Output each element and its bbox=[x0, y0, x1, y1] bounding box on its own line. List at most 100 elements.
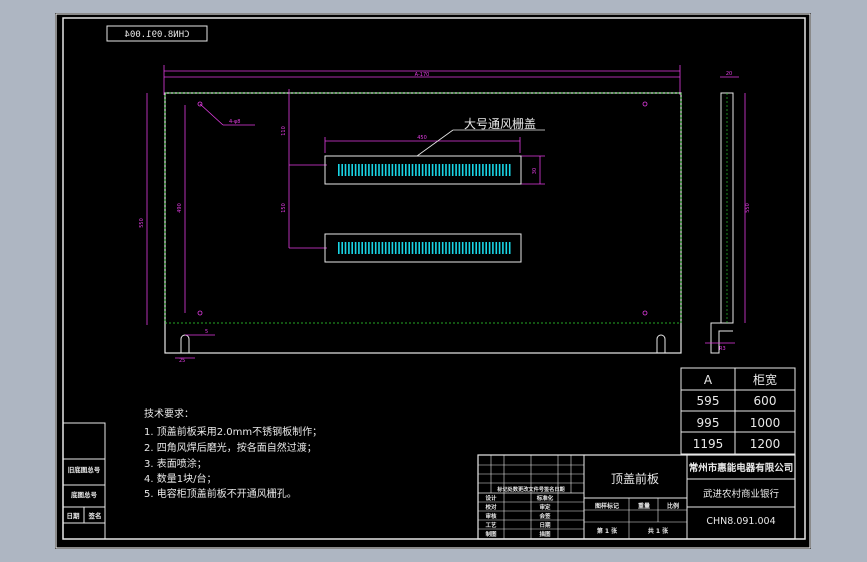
role2: 描图 bbox=[539, 530, 551, 538]
louvre-slat bbox=[488, 242, 491, 254]
slot-right bbox=[656, 334, 666, 353]
louvre-slat bbox=[455, 242, 457, 254]
louvre-slat bbox=[338, 164, 340, 176]
louvre-slat bbox=[445, 164, 447, 176]
dim-vent-width: 450 bbox=[417, 135, 427, 141]
louvre-slat bbox=[502, 164, 504, 176]
inner-frame bbox=[62, 17, 806, 540]
size-header-width: 柜宽 bbox=[753, 372, 777, 387]
side-view: 20 550 R3 bbox=[705, 71, 751, 354]
louvre-slat bbox=[348, 242, 350, 254]
louvre-slat bbox=[391, 242, 394, 254]
outer-frame bbox=[55, 13, 811, 549]
louvre-slat bbox=[458, 242, 461, 254]
dim-left-height: 550 bbox=[139, 218, 145, 228]
size-cell: 1200 bbox=[750, 437, 781, 451]
drawing-code: CHN8.091.004 bbox=[706, 516, 775, 527]
louvre-slat bbox=[508, 242, 511, 254]
sheet-label: 第 1 张 bbox=[596, 527, 618, 535]
dim-bottom-r: R3 bbox=[719, 346, 726, 352]
louvre-slat bbox=[388, 242, 390, 254]
louvre-slat bbox=[431, 242, 434, 254]
tech-requirements: 技术要求： 1. 顶盖前板采用2.0mm不锈钢板制作； 2. 四角风焊后磨光，按… bbox=[144, 407, 322, 500]
bend-line bbox=[164, 92, 682, 324]
louvre-slat bbox=[394, 242, 397, 254]
scale-label: 比例 bbox=[667, 502, 679, 510]
louvre-slat bbox=[482, 164, 484, 176]
louvre-slat bbox=[451, 242, 454, 254]
louvre-slat bbox=[368, 164, 370, 176]
hole-br bbox=[642, 310, 648, 316]
louvre-slat bbox=[458, 164, 461, 176]
slot-left bbox=[180, 334, 190, 353]
louvre-slat bbox=[371, 164, 374, 176]
louvre-slat bbox=[472, 164, 474, 176]
louvre-slat bbox=[411, 164, 414, 176]
dim-top-total: A-170 bbox=[415, 72, 430, 78]
dim-bottom: 25 bbox=[179, 358, 185, 364]
louvre-slat bbox=[368, 242, 370, 254]
hole-bl bbox=[197, 310, 203, 316]
louvre-slat bbox=[338, 242, 340, 254]
louvre-slat bbox=[388, 164, 390, 176]
total-label: 共 1 张 bbox=[648, 527, 669, 535]
louvre-slat bbox=[415, 164, 417, 176]
size-cell: 600 bbox=[754, 394, 777, 408]
louvre-slat bbox=[485, 164, 487, 176]
louvre-slat bbox=[344, 242, 347, 254]
mirrored-code-text: CHN8.091.004 bbox=[124, 30, 189, 40]
title-block: 标记处数更改文件号签名日期 设计 校对 审核 工艺 制图 标准化 审定 会签 日… bbox=[477, 454, 796, 540]
role: 审核 bbox=[485, 512, 497, 520]
louvre-slat bbox=[435, 242, 437, 254]
size-header-a: A bbox=[704, 373, 713, 387]
vent-box-top bbox=[324, 155, 522, 185]
louvres-top bbox=[338, 164, 511, 176]
louvre-slat bbox=[465, 242, 467, 254]
role: 校对 bbox=[485, 503, 497, 511]
louvre-slat bbox=[381, 164, 384, 176]
louvres-bottom bbox=[338, 242, 511, 254]
louvre-slat bbox=[401, 164, 404, 176]
louvre-slat bbox=[351, 242, 353, 254]
louvre-slat bbox=[381, 242, 384, 254]
dim-side-width: 20 bbox=[726, 71, 732, 77]
louvre-slat bbox=[461, 164, 464, 176]
louvre-slat bbox=[498, 242, 501, 254]
rev-header: 标记处数更改文件号签名日期 bbox=[496, 485, 564, 493]
louvre-slat bbox=[421, 164, 424, 176]
role: 工艺 bbox=[485, 521, 497, 529]
tech-item: 5. 电容柜顶盖前板不开通风栅孔。 bbox=[144, 487, 297, 500]
louvre-slat bbox=[441, 242, 444, 254]
louvre-slat bbox=[415, 242, 417, 254]
role: 制图 bbox=[485, 530, 497, 538]
dim-gap-mid: 150 bbox=[281, 203, 287, 213]
louvre-slat bbox=[378, 164, 380, 176]
louvre-slat bbox=[405, 164, 407, 176]
dim-vent-height: 30 bbox=[532, 168, 538, 174]
louvre-slat bbox=[502, 242, 504, 254]
louvre-slat bbox=[468, 242, 471, 254]
louvre-slat bbox=[482, 242, 484, 254]
louvre-slat bbox=[384, 242, 387, 254]
mirrored-code-box: CHN8.091.004 bbox=[106, 25, 208, 42]
strip-base-no: 底图总号 bbox=[71, 490, 98, 499]
louvre-slat bbox=[344, 164, 347, 176]
louvre-slat bbox=[408, 242, 410, 254]
louvre-slat bbox=[448, 242, 451, 254]
role: 设计 bbox=[485, 494, 497, 502]
drawing-sheet: CHN8.091.004 A-170 550 490 bbox=[55, 13, 811, 549]
vent-box-bottom bbox=[324, 233, 522, 263]
dim-gap-top: 110 bbox=[281, 126, 287, 136]
dim-hole: 4-φ8 bbox=[229, 119, 240, 125]
side-profile bbox=[720, 92, 734, 324]
louvre-slat bbox=[438, 164, 441, 176]
louvre-slat bbox=[492, 242, 494, 254]
louvre-slat bbox=[488, 164, 491, 176]
role2: 标准化 bbox=[536, 494, 554, 502]
louvre-slat bbox=[455, 164, 457, 176]
louvre-slat bbox=[364, 242, 367, 254]
louvre-slat bbox=[472, 242, 474, 254]
louvre-slat bbox=[361, 164, 363, 176]
louvre-slat bbox=[411, 242, 414, 254]
